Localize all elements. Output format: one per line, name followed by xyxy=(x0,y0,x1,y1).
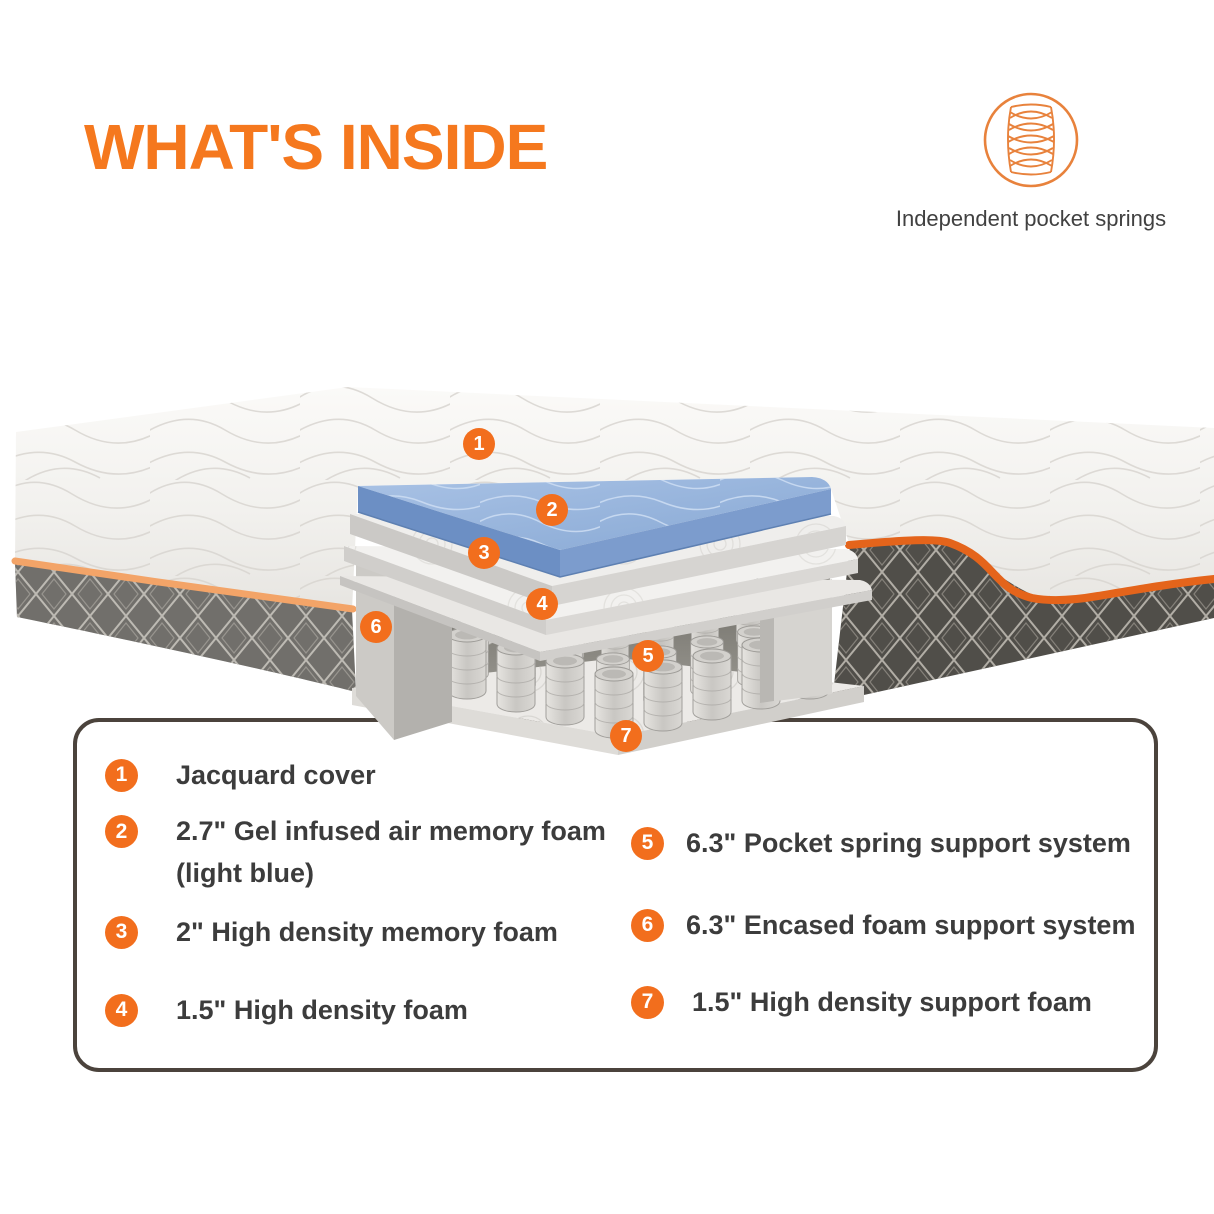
memory-foam-layer xyxy=(350,514,846,606)
diagram-badge-1: 1 xyxy=(463,428,495,460)
orange-piping-left xyxy=(11,557,357,613)
legend-badge-3: 3 xyxy=(105,915,138,949)
gel-foam-layer xyxy=(357,477,832,578)
legend-badge-4: 4 xyxy=(105,993,138,1027)
diagram-badge-7-number: 7 xyxy=(620,724,632,747)
legend-badge-6-number: 6 xyxy=(641,913,654,936)
legend-item-7: 7 1.5" High density support foam xyxy=(631,981,1092,1023)
diagram-badge-3: 3 xyxy=(468,537,500,569)
legend-badge-4-number: 4 xyxy=(115,998,128,1021)
cutaway-interior-shadow xyxy=(452,577,830,700)
legend-item-1: 1 Jacquard cover xyxy=(105,754,376,796)
legend-badge-1: 1 xyxy=(105,758,138,792)
diagram-badge-4-number: 4 xyxy=(536,592,548,615)
legend-badge-3-number: 3 xyxy=(115,920,128,943)
legend-text-4: 1.5" High density foam xyxy=(176,995,468,1025)
legend-item-6: 6 6.3" Encased foam support system xyxy=(631,904,1135,946)
base-fabric-right xyxy=(832,540,1214,702)
legend-badge-1-number: 1 xyxy=(115,763,128,786)
legend-badge-2: 2 xyxy=(105,815,138,848)
diagram-badge-6: 6 xyxy=(360,611,392,643)
legend-text-2: 2.7" Gel infused air memory foam xyxy=(176,816,606,846)
pocket-springs-feature: Independent pocket springs xyxy=(851,88,1211,232)
legend-text-1: Jacquard cover xyxy=(176,760,376,790)
diagram-badge-4: 4 xyxy=(526,588,558,620)
legend-text-3: 2" High density memory foam xyxy=(176,917,558,947)
legend-box xyxy=(73,718,1158,1072)
legend-text-2-line2: (light blue) xyxy=(176,858,314,888)
pocket-springs-caption: Independent pocket springs xyxy=(895,206,1167,231)
base-fabric-left xyxy=(15,563,356,692)
orange-piping-right xyxy=(845,536,1214,605)
legend-text-6: 6.3" Encased foam support system xyxy=(686,910,1136,940)
diagram-badge-2: 2 xyxy=(536,494,568,526)
diagram-badge-5-number: 5 xyxy=(642,644,654,667)
legend-text-5: 6.3" Pocket spring support system xyxy=(686,828,1131,858)
diagram-badge-3-number: 3 xyxy=(478,541,490,564)
legend-badge-5: 5 xyxy=(631,826,664,860)
encased-foam-frame xyxy=(356,562,832,740)
diagram-badge-5: 5 xyxy=(632,640,664,672)
pocket-springs-icon xyxy=(983,92,1079,188)
legend-badge-7: 7 xyxy=(631,985,664,1019)
diagram-badge-6-number: 6 xyxy=(370,615,382,638)
jacquard-cover xyxy=(15,387,1214,610)
diagram-badge-7: 7 xyxy=(610,720,642,752)
legend-item-5: 5 6.3" Pocket spring support system xyxy=(631,822,1131,864)
legend-badge-6: 6 xyxy=(631,908,664,942)
legend-badge-2-number: 2 xyxy=(115,819,128,843)
diagram-badge-1-number: 1 xyxy=(473,432,485,455)
legend-badge-5-number: 5 xyxy=(641,831,654,854)
legend-text-7: 1.5" High density support foam xyxy=(692,987,1092,1017)
legend-item-3: 3 2" High density memory foam xyxy=(105,911,558,953)
legend-item-4: 4 1.5" High density foam xyxy=(105,989,468,1031)
page-title: WHAT'S INSIDE xyxy=(84,111,548,183)
legend-badge-7-number: 7 xyxy=(641,990,654,1013)
high-density-foam-layer xyxy=(344,546,858,635)
legend-item-2: 2 2.7" Gel infused air memory foam (ligh… xyxy=(105,810,606,894)
diagram-badge-2-number: 2 xyxy=(546,498,558,521)
foam-sheet xyxy=(340,576,872,661)
